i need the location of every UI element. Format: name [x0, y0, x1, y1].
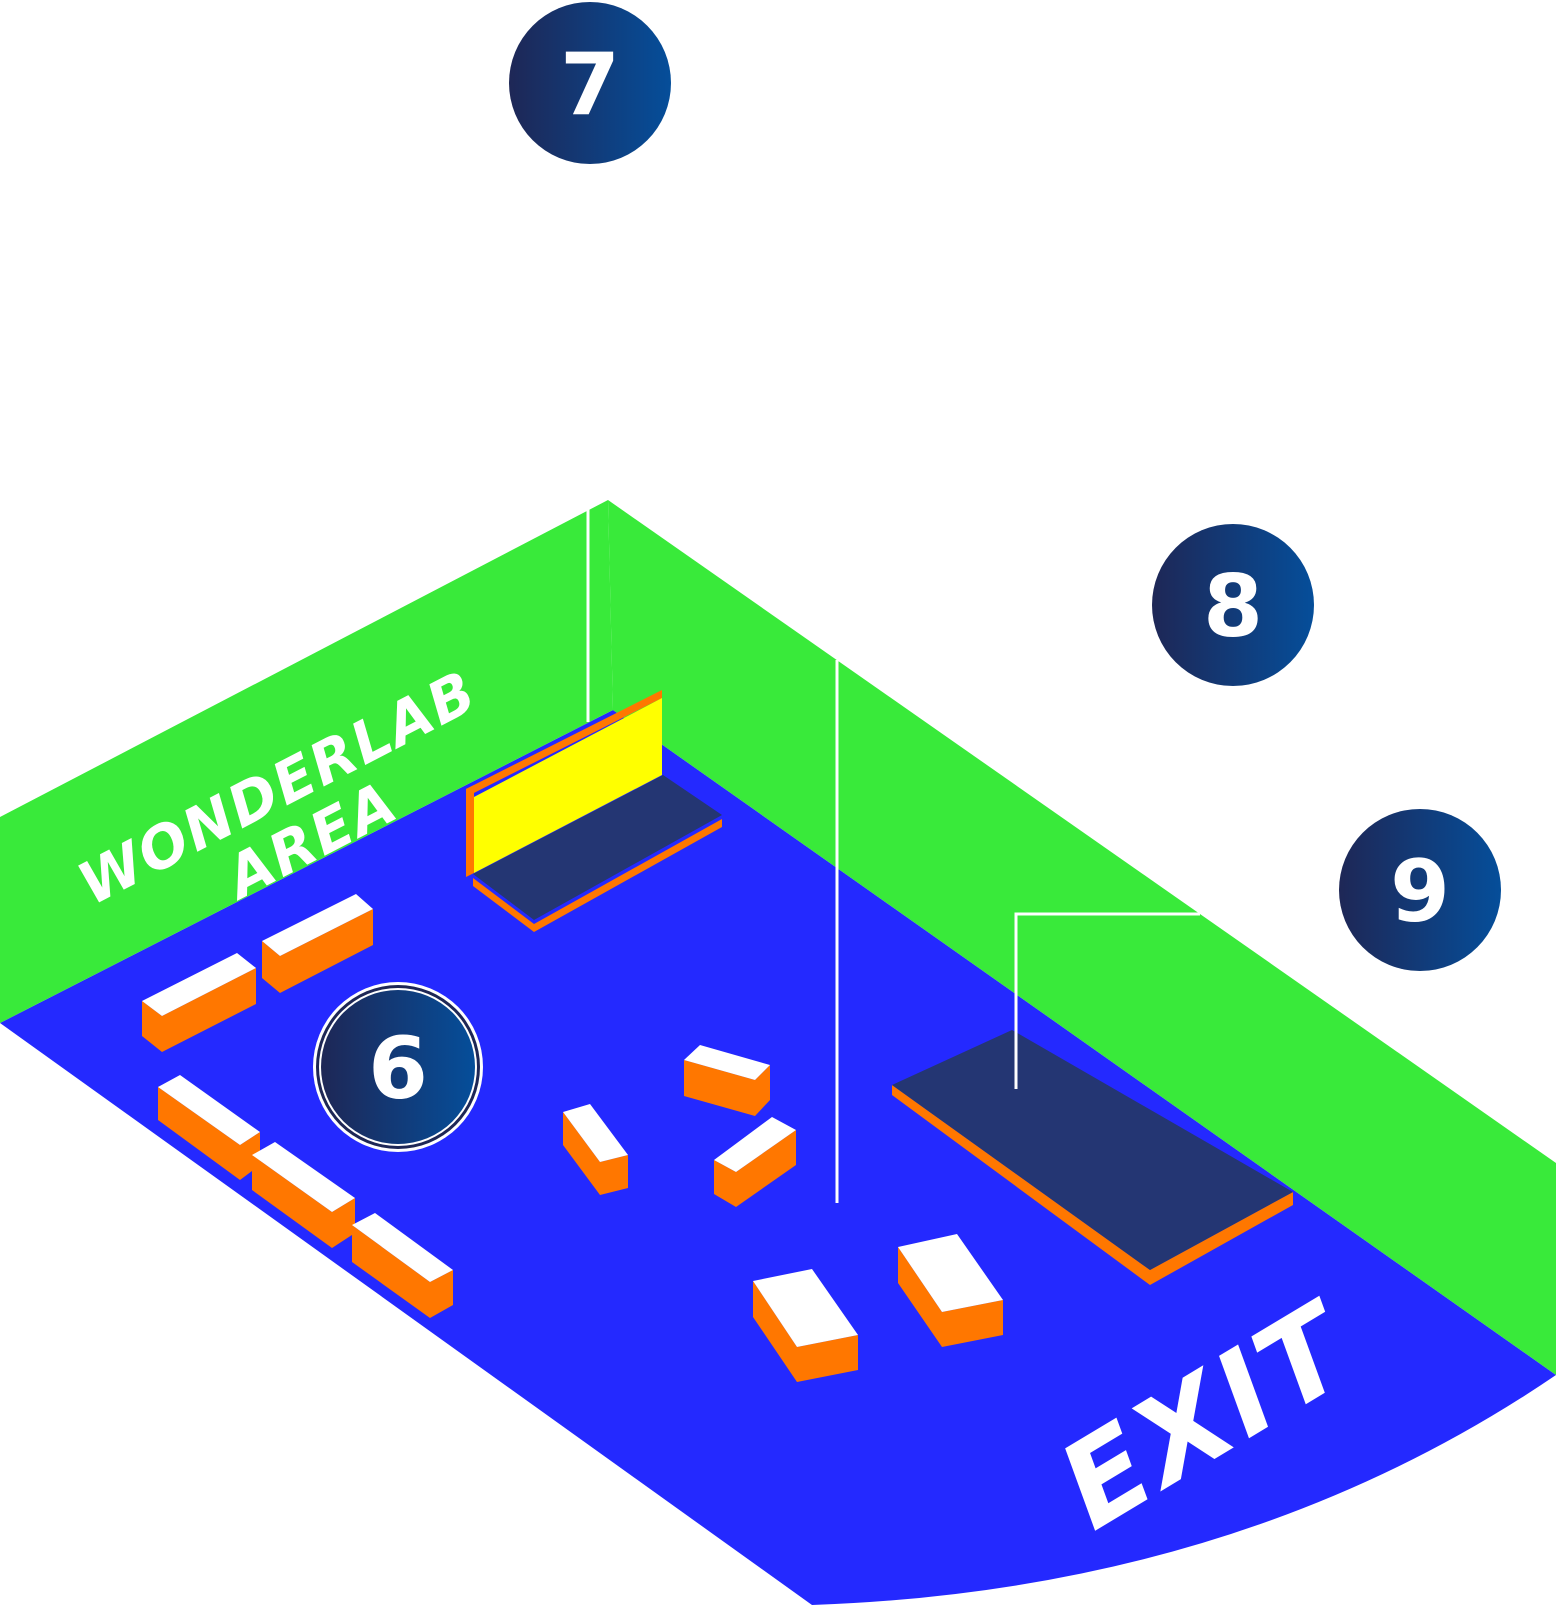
left-wall — [0, 500, 613, 1023]
marker-9[interactable]: 9 — [1339, 809, 1501, 971]
numbered-circle-icon — [1152, 524, 1314, 686]
block — [563, 1104, 628, 1195]
marker-8-label: 8 — [1203, 557, 1263, 657]
stage — [466, 690, 722, 932]
block — [714, 1117, 796, 1207]
marker-9-label: 9 — [1390, 842, 1450, 942]
marker-8[interactable]: 8 — [1152, 524, 1314, 686]
block — [142, 953, 256, 1052]
marker-7-label: 7 — [560, 35, 620, 135]
marker-6[interactable]: 6 — [313, 982, 483, 1152]
marker-6-label: 6 — [368, 1019, 428, 1119]
leader-lines — [586, 508, 1200, 1203]
platform — [892, 1030, 1293, 1285]
numbered-circle-icon — [321, 990, 475, 1144]
block — [352, 1213, 453, 1318]
block — [898, 1234, 1003, 1347]
stage-screen — [474, 698, 662, 873]
numbered-circle-icon — [1339, 809, 1501, 971]
block — [262, 894, 373, 993]
marker-7[interactable]: 7 — [509, 2, 671, 164]
block — [753, 1269, 858, 1382]
block — [252, 1142, 355, 1248]
right-wall — [608, 500, 1556, 1375]
blocks — [142, 894, 1003, 1382]
numbered-circle-icon — [509, 2, 671, 164]
block — [684, 1045, 770, 1116]
leader-line-9 — [1014, 912, 1200, 1089]
